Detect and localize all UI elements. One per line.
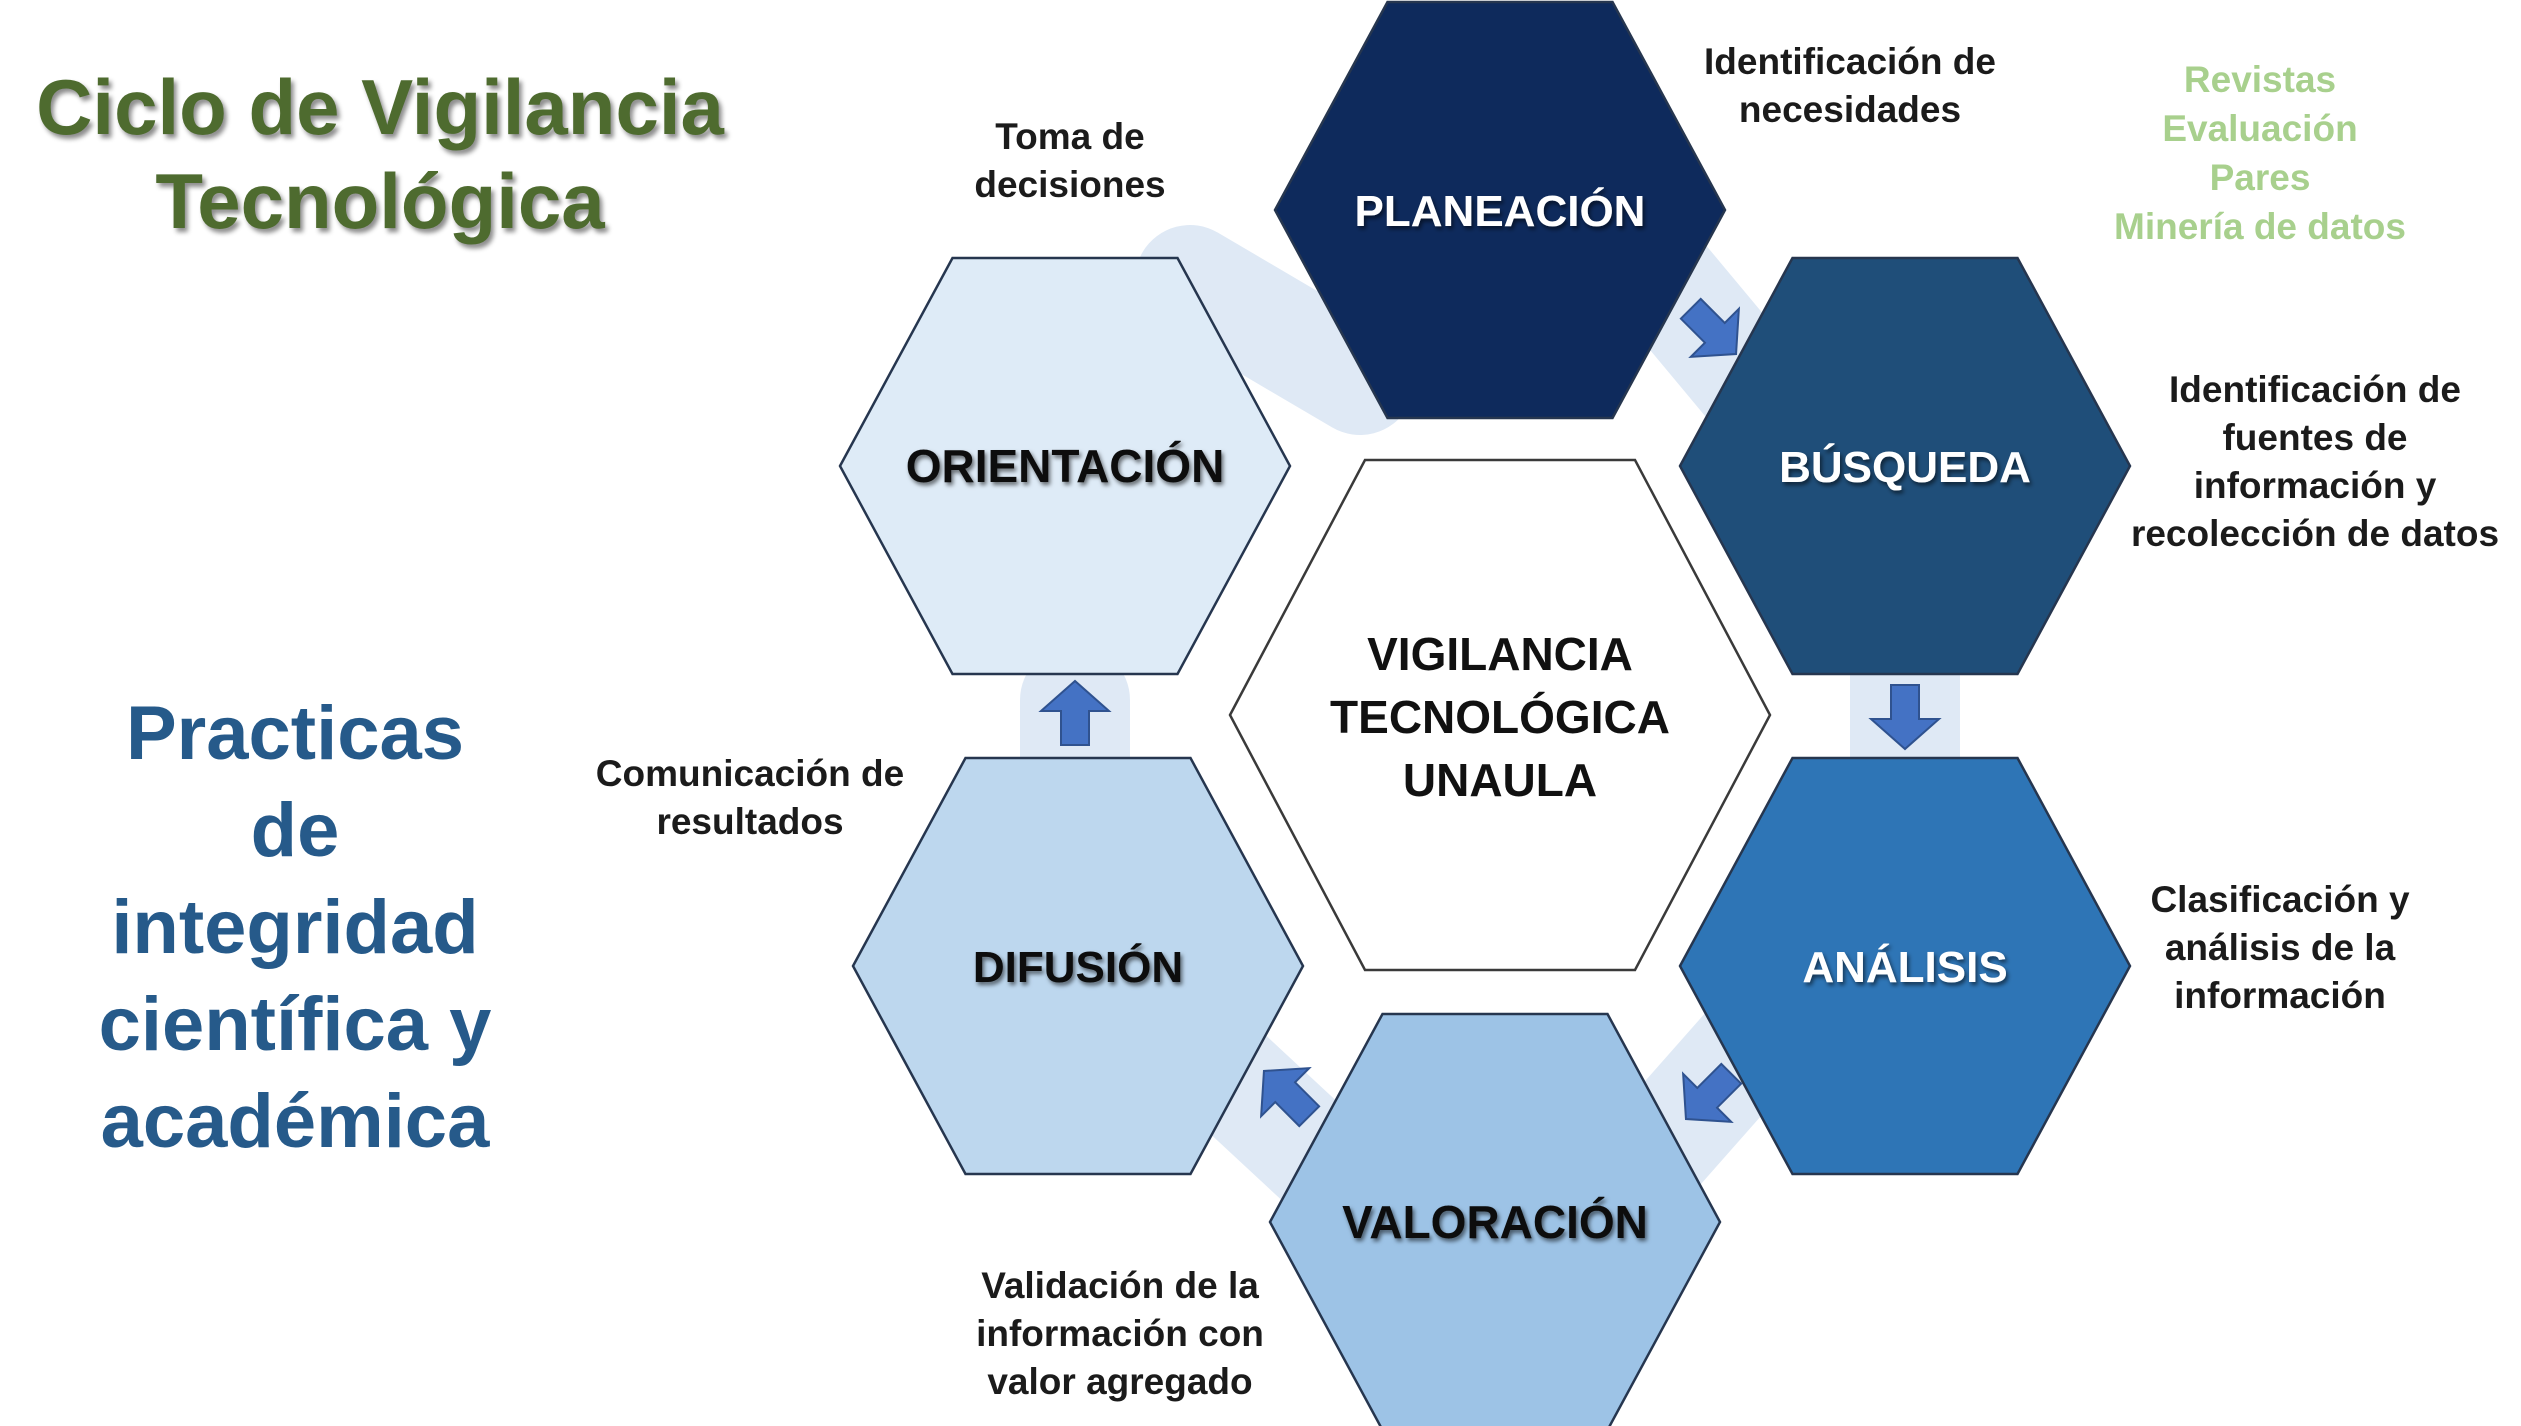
side-title-line-2: de [250, 788, 340, 873]
arrow-valoracion-difusion [1259, 1066, 1321, 1128]
arrow-planeacion-busqueda [1679, 297, 1741, 359]
sources-list: Revistas Evaluación Pares Minería de dat… [2090, 55, 2430, 251]
arrow-difusion-orientacion [1038, 679, 1112, 746]
stage-label-analisis: ANÁLISIS [1802, 942, 2007, 992]
note-busqueda-line-2: fuentes de [2222, 417, 2408, 458]
note-valoracion-line-1: Validación de la [981, 1265, 1259, 1306]
note-difusion-line-2: resultados [656, 801, 844, 842]
center-label-line: TECNOLÓGICA [1330, 691, 1670, 743]
stage-label-orientacion: ORIENTACIÓN [906, 440, 1225, 492]
stage-label-busqueda: BÚSQUEDA [1779, 442, 2031, 492]
connector-band [1135, 225, 1415, 435]
note-analisis-line-3: información [2174, 975, 2386, 1016]
note-planeacion-line-2: necesidades [1738, 89, 1962, 130]
stage-hexagon-busqueda: BÚSQUEDA [1678, 256, 2132, 676]
source-item: Minería de datos [2114, 206, 2406, 247]
source-item: Pares [2209, 157, 2311, 198]
stage-label-difusion: DIFUSIÓN [973, 942, 1183, 992]
center-hexagon: VIGILANCIA TECNOLÓGICA UNAULA [1228, 458, 1772, 972]
main-title: Ciclo de Vigilancia Tecnológica [20, 60, 740, 248]
stage-hexagon-planeacion: PLANEACIÓN [1273, 0, 1727, 420]
note-difusion-line-1: Comunicación de [595, 753, 905, 794]
side-title-line-1: Practicas [125, 691, 465, 776]
note-analisis-line-1: Clasificación y [2150, 879, 2410, 920]
side-title: Practicas de integridad científica y aca… [40, 685, 550, 1170]
note-difusion: Comunicación de resultados [585, 750, 915, 846]
stage-hexagon-analisis: ANÁLISIS [1678, 756, 2132, 1176]
note-analisis-line-2: análisis de la [2164, 927, 2396, 968]
center-label-line: UNAULA [1403, 754, 1597, 806]
stage-hexagon-valoracion: VALORACIÓN [1268, 1012, 1722, 1426]
note-valoracion-line-3: valor agregado [987, 1361, 1253, 1402]
note-busqueda: Identificación de fuentes de información… [2115, 366, 2515, 558]
main-title-line-1: Ciclo de Vigilancia [36, 63, 724, 151]
stage-hexagon-orientacion: ORIENTACIÓN [838, 256, 1292, 676]
source-item: Revistas [2183, 59, 2337, 100]
note-valoracion: Validación de la información con valor a… [950, 1262, 1290, 1406]
stage-label-planeacion: PLANEACIÓN [1355, 186, 1646, 236]
source-item: Evaluación [2162, 108, 2358, 149]
note-orientacion: Toma de decisiones [940, 113, 1200, 209]
center-label-line: VIGILANCIA [1367, 628, 1633, 680]
side-title-line-4: científica y [98, 982, 492, 1067]
note-busqueda-line-4: recolección de datos [2130, 513, 2500, 554]
note-planeacion: Identificación de necesidades [1660, 38, 2040, 134]
note-orientacion-line-1: Toma de [995, 116, 1145, 157]
stage-hexagon-difusion: DIFUSIÓN [851, 756, 1305, 1176]
note-valoracion-line-2: información con [976, 1313, 1264, 1354]
note-planeacion-line-1: Identificación de [1704, 41, 1996, 82]
note-orientacion-line-2: decisiones [974, 164, 1166, 205]
stage-label-valoracion: VALORACIÓN [1342, 1196, 1648, 1248]
note-busqueda-line-1: Identificación de [2169, 369, 2461, 410]
side-title-line-5: académica [100, 1079, 490, 1164]
arrow-analisis-valoracion [1681, 1062, 1743, 1124]
note-busqueda-line-3: información y [2193, 465, 2437, 506]
main-title-line-2: Tecnológica [155, 157, 605, 245]
arrow-busqueda-analisis [1868, 684, 1942, 751]
note-analisis: Clasificación y análisis de la informaci… [2110, 876, 2450, 1020]
side-title-line-3: integridad [111, 885, 479, 970]
